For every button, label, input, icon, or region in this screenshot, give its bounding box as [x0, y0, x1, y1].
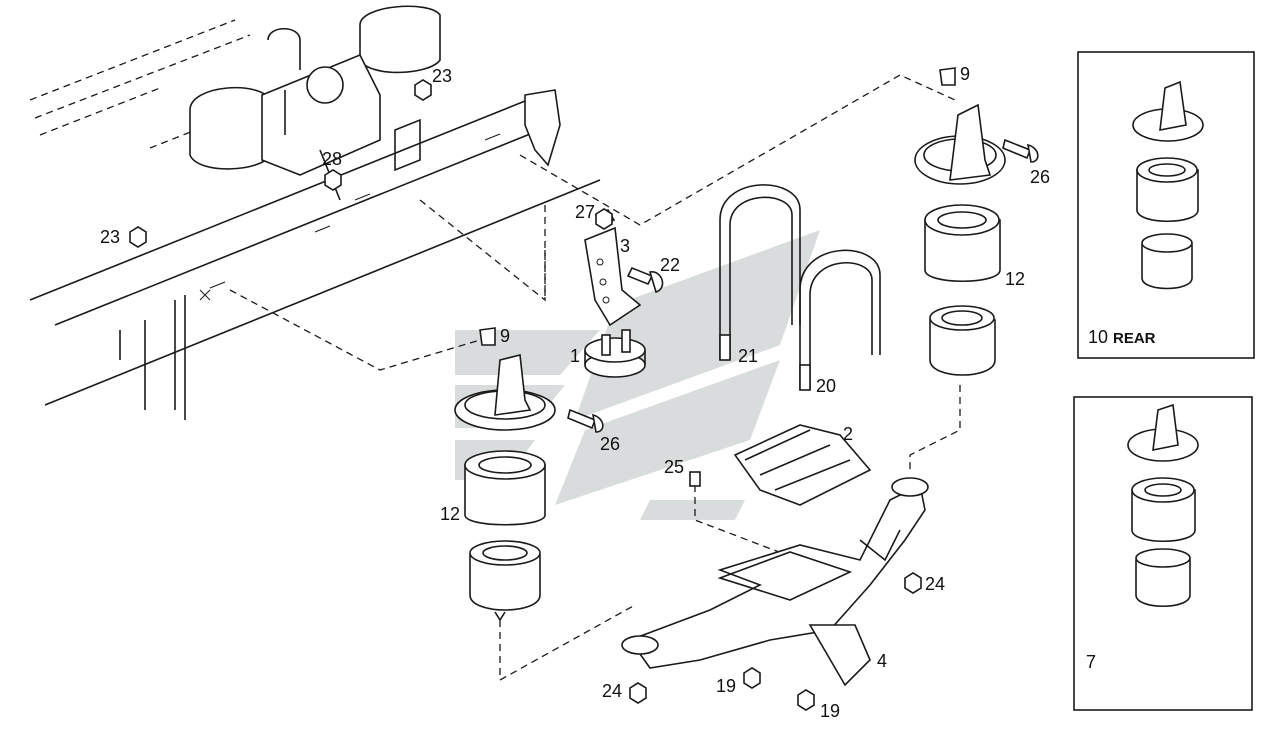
spring-saddle-2 [733, 424, 872, 506]
rubber-bushing-right-lower [929, 305, 996, 376]
rubber-bushing-left-upper [464, 450, 546, 526]
nut-23-left [129, 226, 147, 248]
callout-21: 21 [738, 346, 758, 366]
bushing-1 [584, 329, 646, 378]
callout-27: 27 [575, 202, 595, 222]
top-bracket-assembly [189, 5, 441, 201]
nut-19-b [797, 689, 815, 711]
nut-19-a [743, 667, 761, 689]
callout-1: 1 [570, 346, 580, 366]
mount-plate-right [914, 67, 1039, 185]
callout-19-b: 19 [820, 701, 840, 721]
callout-2: 2 [843, 424, 853, 444]
leader-lines [229, 74, 961, 682]
callout-20: 20 [816, 376, 836, 396]
callout-28: 28 [322, 149, 342, 169]
callout-26-left: 26 [600, 434, 620, 454]
u-bolt-20 [799, 249, 881, 391]
callout-labels: 23 23 28 27 3 22 9 1 21 20 26 12 25 2 9 … [100, 64, 1050, 721]
callout-19-a: 19 [716, 676, 736, 696]
rubber-bushing-left-lower [469, 540, 541, 622]
u-bolt-21 [719, 184, 801, 361]
inset-front-number: 7 [1086, 652, 1096, 672]
inset-front [1073, 396, 1253, 711]
callout-23-top: 23 [432, 66, 452, 86]
nut-23-top [414, 79, 432, 101]
chassis-frame [29, 19, 601, 420]
callout-24-right: 24 [925, 574, 945, 594]
callout-12-left: 12 [440, 504, 460, 524]
callout-25: 25 [664, 457, 684, 477]
rubber-bushing-right-upper [924, 204, 1001, 282]
callout-3: 3 [620, 236, 630, 256]
callout-22: 22 [660, 255, 680, 275]
callout-23-left: 23 [100, 227, 120, 247]
callout-4: 4 [877, 651, 887, 671]
callout-9-left: 9 [500, 326, 510, 346]
inset-rear-label: REAR [1113, 330, 1156, 347]
mount-plate-left [454, 327, 604, 433]
inset-labels: 10 REAR 7 [1086, 327, 1156, 672]
callout-24-bottom: 24 [602, 681, 622, 701]
callout-9-right: 9 [960, 64, 970, 84]
nut-24-right [904, 572, 922, 594]
nut-27 [595, 208, 613, 230]
nut-24-bottom [629, 682, 647, 704]
callout-26-right: 26 [1030, 167, 1050, 187]
inset-rear-number: 10 [1088, 327, 1108, 347]
spring-beam-4 [621, 477, 929, 687]
inset-rear [1077, 51, 1255, 359]
nut-28 [324, 169, 342, 191]
callout-12-right: 12 [1005, 269, 1025, 289]
pin-25 [689, 471, 701, 487]
